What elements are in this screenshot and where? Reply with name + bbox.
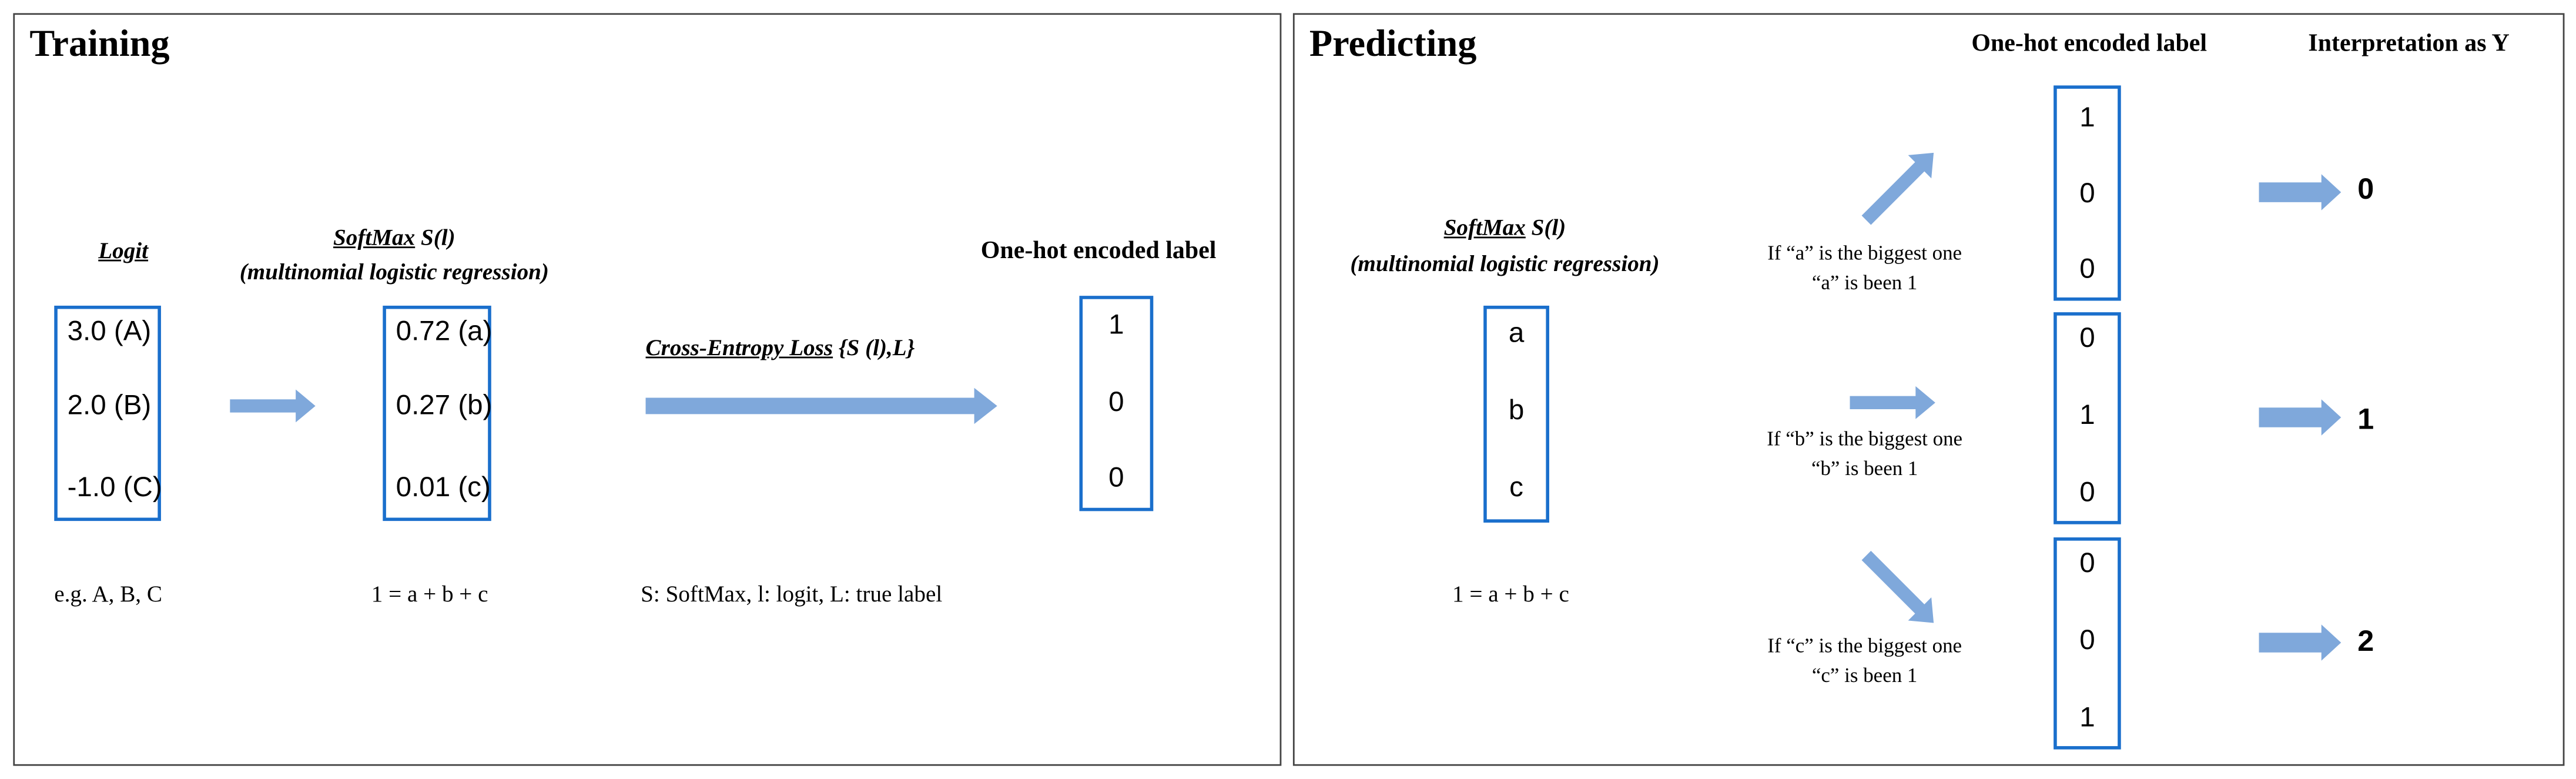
softmax-sublabel: (multinomial logistic regression) bbox=[239, 261, 549, 286]
interpretation-value: 1 bbox=[2357, 402, 2374, 436]
onehot-value: 0 bbox=[2079, 253, 2095, 285]
arrow-right-long-icon bbox=[645, 387, 997, 424]
softmax-value: 0.72 (a) bbox=[396, 315, 493, 347]
onehot-value: 1 bbox=[1108, 309, 1124, 340]
case-result: “a” is been 1 bbox=[1811, 271, 1918, 295]
softmax-value: 0.27 (b) bbox=[396, 389, 493, 421]
pred-softmax-label-fn: S(l) bbox=[1525, 216, 1566, 242]
training-panel bbox=[13, 13, 1282, 766]
arrow-right-icon bbox=[2259, 174, 2341, 210]
softmax-value: 0.01 (c) bbox=[396, 472, 491, 503]
predicting-title: Predicting bbox=[1309, 23, 1477, 65]
case-a-text: If “a” is the biggest one “a” is been 1 bbox=[1741, 238, 1988, 297]
arrow-right-icon bbox=[2259, 399, 2341, 436]
onehot-value: 1 bbox=[2079, 399, 2095, 431]
loss-note: S: SoftMax, l: logit, L: true label bbox=[641, 583, 943, 609]
logit-value: 2.0 (B) bbox=[67, 389, 152, 421]
softmax-label: SoftMax S(l) bbox=[230, 227, 558, 253]
onehot-vector-a: 1 0 0 bbox=[2054, 85, 2121, 301]
onehot-vector-b: 0 1 0 bbox=[2054, 312, 2121, 524]
onehot-value: 1 bbox=[2079, 701, 2095, 733]
softmax-note: 1 = a + b + c bbox=[371, 583, 488, 609]
onehot-value: 0 bbox=[2079, 177, 2095, 209]
onehot-value: 0 bbox=[1108, 386, 1124, 418]
onehot-value: 0 bbox=[2079, 322, 2095, 353]
interpretation-value: 0 bbox=[2357, 172, 2374, 206]
onehot-value: 0 bbox=[2079, 476, 2095, 508]
pred-softmax-sublabel: (multinomial logistic regression) bbox=[1350, 253, 1660, 278]
logit-vector: 3.0 (A) 2.0 (B) -1.0 (C) bbox=[54, 305, 162, 521]
softmax-vector: 0.72 (a) 0.27 (b) 0.01 (c) bbox=[383, 305, 493, 521]
interpretation-value: 2 bbox=[2357, 624, 2374, 658]
pred-softmax-value: a bbox=[1508, 317, 1525, 349]
loss-label-main: Cross-Entropy Loss bbox=[645, 337, 833, 362]
interpretation-header: Interpretation as Y bbox=[2308, 31, 2510, 58]
onehot-vector-c: 0 0 1 bbox=[2054, 537, 2121, 750]
logit-value: 3.0 (A) bbox=[67, 315, 152, 347]
predicting-panel bbox=[1292, 13, 2565, 766]
onehot-value: 0 bbox=[1108, 462, 1124, 493]
arrow-right-icon bbox=[1850, 386, 1935, 419]
pred-softmax-value: b bbox=[1508, 394, 1525, 426]
pred-softmax-vector: a b c bbox=[1483, 305, 1549, 523]
onehot-value: 0 bbox=[2079, 624, 2095, 656]
onehot-value: 1 bbox=[2079, 102, 2095, 133]
onehot-value: 0 bbox=[2079, 547, 2095, 579]
onehot-header: One-hot encoded label bbox=[1971, 31, 2207, 58]
case-condition: If “b” is the biggest one bbox=[1767, 427, 1963, 450]
arrow-right-icon bbox=[230, 389, 316, 423]
pred-softmax-label: SoftMax S(l) bbox=[1341, 217, 1669, 243]
logit-note: e.g. A, B, C bbox=[54, 583, 162, 609]
pred-softmax-label-main: SoftMax bbox=[1443, 216, 1526, 242]
case-condition: If “c” is the biggest one bbox=[1767, 634, 1962, 658]
onehot-vector: 1 0 0 bbox=[1079, 296, 1154, 511]
pred-softmax-value: c bbox=[1509, 472, 1523, 503]
loss-label-fn: {S (l),L} bbox=[833, 337, 915, 362]
arrow-right-icon bbox=[2259, 624, 2341, 661]
case-c-text: If “c” is the biggest one “c” is been 1 bbox=[1741, 631, 1988, 690]
arrow-down-right-icon bbox=[1861, 550, 1934, 623]
case-result: “b” is been 1 bbox=[1811, 457, 1918, 480]
logit-value: -1.0 (C) bbox=[67, 472, 162, 503]
training-title: Training bbox=[29, 23, 170, 65]
logit-label: Logit bbox=[98, 240, 149, 265]
softmax-label-fn: S(l) bbox=[415, 226, 455, 252]
case-b-text: If “b” is the biggest one “b” is been 1 bbox=[1741, 424, 1988, 483]
case-condition: If “a” is the biggest one bbox=[1767, 241, 1962, 265]
case-result: “c” is been 1 bbox=[1811, 664, 1918, 687]
onehot-label: One-hot encoded label bbox=[980, 238, 1217, 265]
pred-softmax-note: 1 = a + b + c bbox=[1452, 583, 1569, 609]
arrow-up-right-icon bbox=[1861, 152, 1934, 225]
softmax-label-main: SoftMax bbox=[333, 226, 416, 252]
loss-label: Cross-Entropy Loss {S (l),L} bbox=[646, 337, 915, 363]
